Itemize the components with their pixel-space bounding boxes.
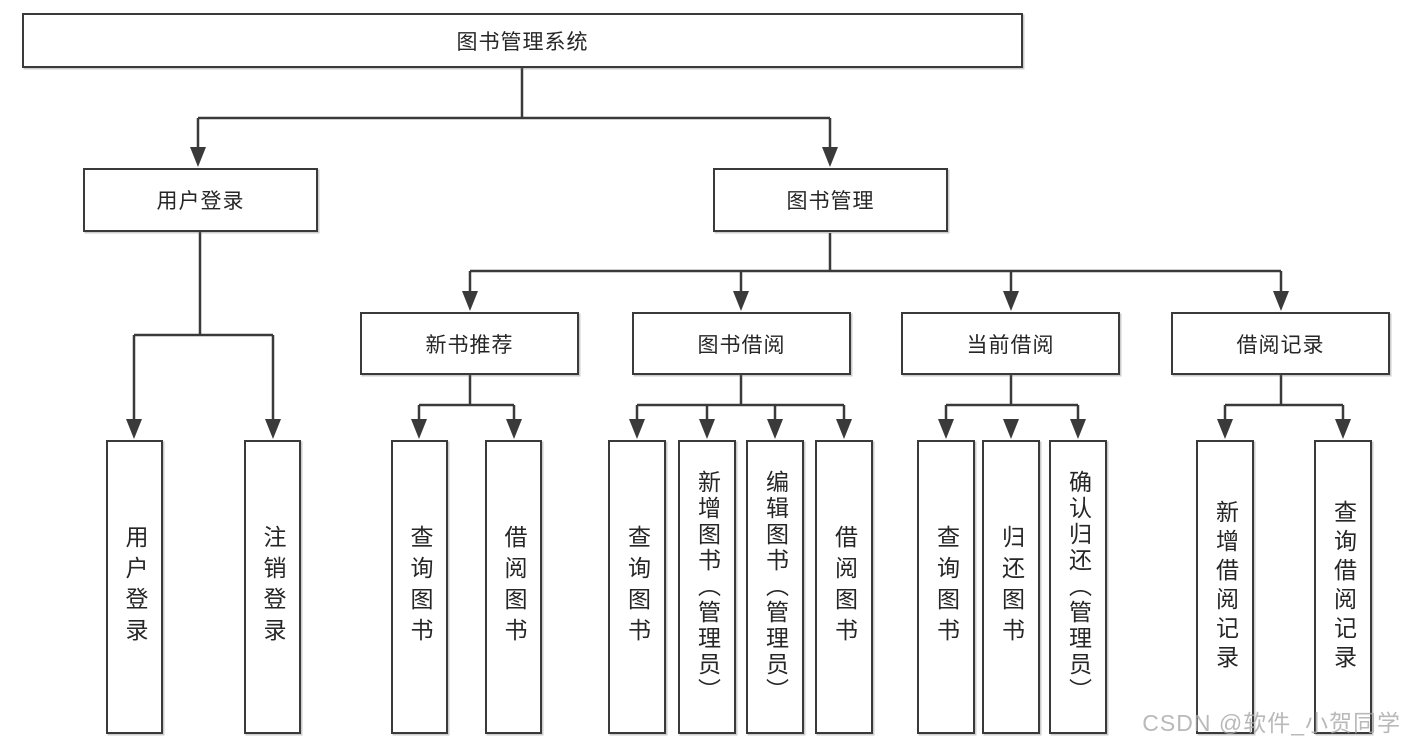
arrowhead-icon xyxy=(462,291,478,311)
arrowhead-icon xyxy=(938,419,954,439)
arrowhead-icon xyxy=(1003,291,1019,311)
leaf-borrow-query: 查询图书 xyxy=(608,440,666,734)
arrowhead-icon xyxy=(733,291,749,311)
arrowhead-icon xyxy=(822,147,838,167)
arrowhead-icon xyxy=(629,419,645,439)
arrowhead-icon xyxy=(1003,419,1019,439)
leaf-user-login: 用户登录 xyxy=(106,440,163,734)
leaf-record-query: 查询借阅记录 xyxy=(1314,440,1372,734)
arrowhead-icon xyxy=(1070,419,1086,439)
arrowhead-icon xyxy=(190,147,206,167)
leaf-borrow-add-admin: 新增图书（管理员） xyxy=(678,440,736,734)
arrowhead-icon xyxy=(1335,419,1351,439)
arrowhead-icon xyxy=(1273,291,1289,311)
node-current-borrow: 当前借阅 xyxy=(901,312,1120,375)
arrowhead-icon xyxy=(265,419,281,439)
csdn-watermark: CSDN @软件_小贺同学 xyxy=(1142,710,1401,736)
leaf-current-return: 归还图书 xyxy=(982,440,1040,734)
arrowhead-icon xyxy=(126,419,142,439)
leaf-logout: 注销登录 xyxy=(244,440,301,734)
arrowhead-icon xyxy=(836,419,852,439)
arrowhead-icon xyxy=(1217,419,1233,439)
leaf-current-confirm-admin: 确认归还（管理员） xyxy=(1049,440,1107,734)
arrowhead-icon xyxy=(411,419,427,439)
node-book-management: 图书管理 xyxy=(713,168,948,232)
leaf-newbook-borrow: 借阅图书 xyxy=(485,440,542,734)
leaf-current-query: 查询图书 xyxy=(917,440,975,734)
node-book-borrow: 图书借阅 xyxy=(632,312,851,375)
node-root: 图书管理系统 xyxy=(22,13,1023,68)
leaf-record-add: 新增借阅记录 xyxy=(1196,440,1254,734)
arrowhead-icon xyxy=(506,419,522,439)
node-borrow-record: 借阅记录 xyxy=(1171,312,1390,375)
node-new-book-recommend: 新书推荐 xyxy=(360,312,579,375)
leaf-borrow-edit-admin: 编辑图书（管理员） xyxy=(746,440,804,734)
arrowhead-icon xyxy=(767,419,783,439)
arrowhead-icon xyxy=(699,419,715,439)
leaf-newbook-query: 查询图书 xyxy=(391,440,448,734)
leaf-borrow-borrow: 借阅图书 xyxy=(815,440,873,734)
node-user-login: 用户登录 xyxy=(83,168,318,232)
